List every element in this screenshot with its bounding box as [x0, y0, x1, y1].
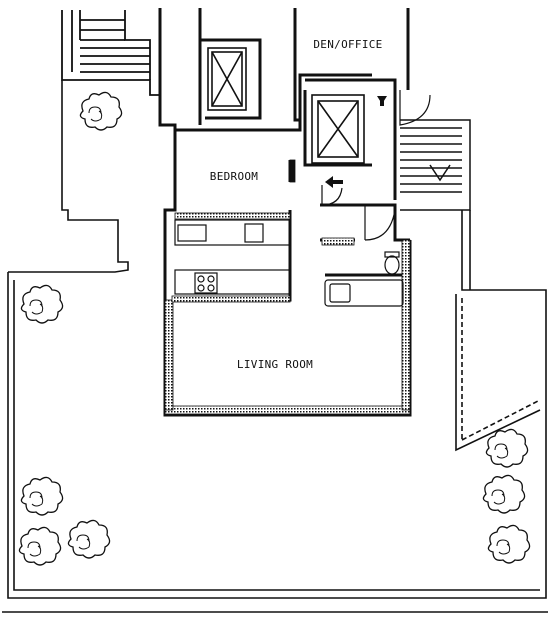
- doors: [321, 90, 431, 206]
- room-label-bedroom: BEDROOM: [210, 170, 259, 183]
- shrub-icon: [18, 91, 531, 566]
- terrace: [2, 80, 548, 613]
- elevator-icon: [207, 47, 247, 111]
- upper-left-structure: [61, 10, 160, 96]
- room-label-den-office: DEN/OFFICE: [313, 38, 382, 51]
- entry-arrow-icon: [325, 96, 387, 188]
- kitchen: [174, 219, 291, 295]
- room-label-living-room: LIVING ROOM: [237, 358, 313, 371]
- bathroom: [324, 205, 404, 307]
- hatched-walls: [164, 159, 411, 415]
- walls: [158, 8, 412, 417]
- stair-icon: [400, 119, 471, 211]
- elevator-icon: [311, 94, 365, 164]
